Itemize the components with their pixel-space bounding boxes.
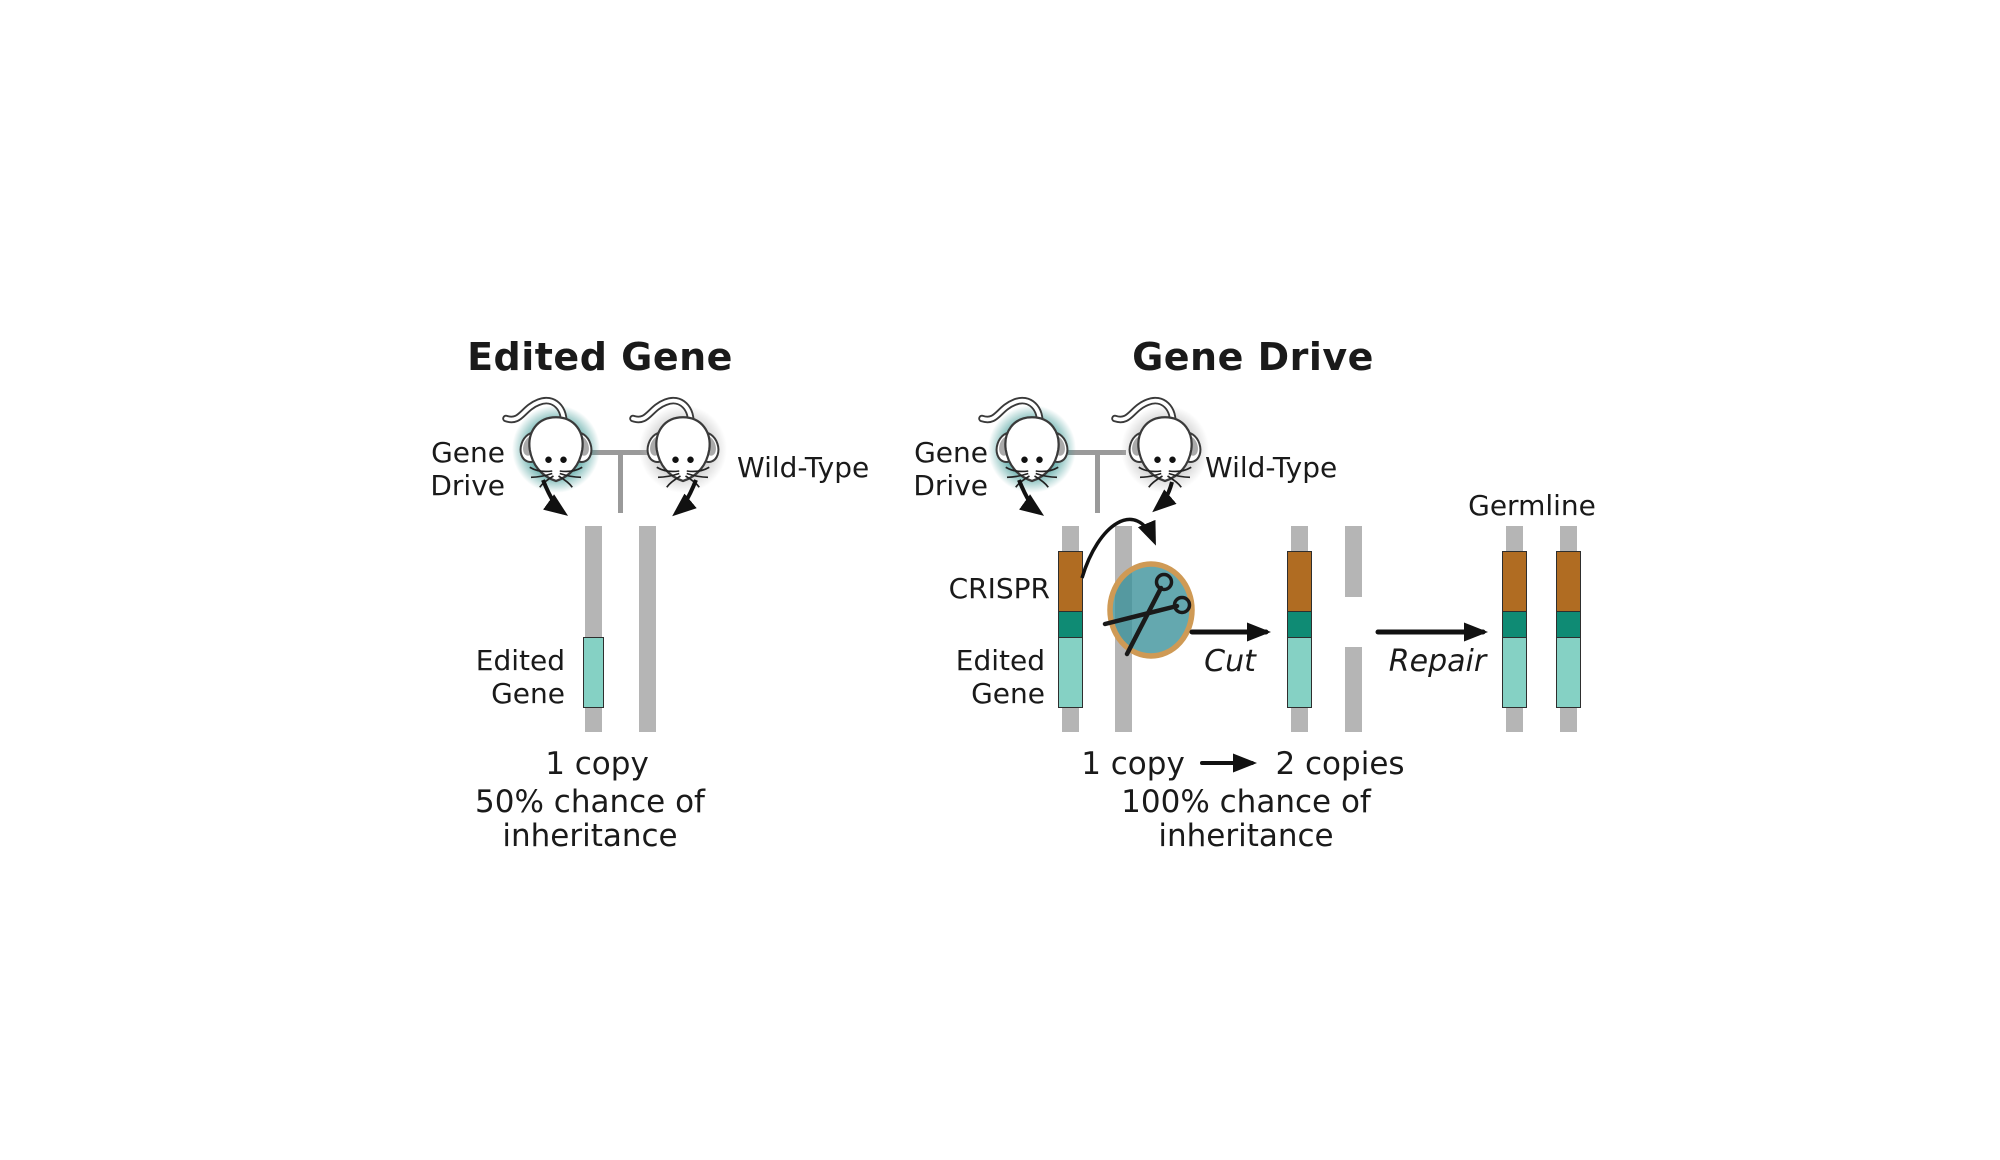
crispr-segment-4 bbox=[1556, 551, 1581, 612]
cut-label: Cut bbox=[1204, 644, 1256, 679]
guide-segment-2 bbox=[1287, 611, 1312, 638]
right-parent1-line1: Gene bbox=[914, 436, 988, 469]
right-edited-gene-label: Edited Gene bbox=[890, 644, 1045, 711]
left-copies-text: 1 copy bbox=[545, 746, 649, 782]
germline-label: Germline bbox=[1468, 489, 1596, 522]
left-gene-label-line2: Gene bbox=[491, 676, 565, 710]
left-parent1-line2: Drive bbox=[430, 468, 505, 502]
right-copies-before-text: 1 copy bbox=[1081, 746, 1185, 782]
edited-gene-segment-1 bbox=[1058, 637, 1083, 708]
right-parent2-inheritance-arrow bbox=[1152, 481, 1177, 513]
left-inheritance-text: 50% chance of inheritance bbox=[475, 784, 705, 855]
edited-gene-segment-4 bbox=[1556, 637, 1581, 708]
crispr-segment-2 bbox=[1287, 551, 1312, 612]
right-panel-title: Gene Drive bbox=[1132, 335, 1374, 379]
left-parent1-inheritance-arrow bbox=[541, 479, 569, 516]
left-parent1-line1: Gene bbox=[431, 436, 505, 469]
right-gene-drive-parent-label: Gene Drive bbox=[858, 436, 988, 503]
right-gene-label-line2: Gene bbox=[971, 676, 1045, 710]
right-wild-type-mouse-icon bbox=[1115, 401, 1209, 493]
left-gene-label-line1: Edited bbox=[475, 644, 565, 677]
left-edited-gene-segment bbox=[583, 637, 604, 708]
left-gene-drive-mouse-icon bbox=[506, 401, 600, 493]
right-parent1-inheritance-arrow bbox=[1017, 479, 1045, 516]
right-wild-type-label: Wild-Type bbox=[1205, 451, 1338, 484]
left-gene-drive-parent-label: Gene Drive bbox=[375, 436, 505, 503]
repair-label: Repair bbox=[1388, 644, 1487, 679]
cut-chromosome-top-fragment bbox=[1345, 526, 1362, 597]
guide-segment-4 bbox=[1556, 611, 1581, 638]
right-inheritance-text: 100% chance of inheritance bbox=[1121, 784, 1371, 855]
edited-gene-segment-3 bbox=[1502, 637, 1527, 708]
edited-gene-segment-2 bbox=[1287, 637, 1312, 708]
right-gene-drive-mouse-icon bbox=[982, 401, 1076, 493]
guide-segment-1 bbox=[1058, 611, 1083, 638]
right-parent1-line2: Drive bbox=[913, 468, 988, 502]
right-mating-cross-vertical bbox=[1095, 450, 1100, 513]
cut-chromosome-bottom-fragment bbox=[1345, 647, 1362, 732]
left-parent2-inheritance-arrow bbox=[672, 479, 698, 517]
crispr-label: CRISPR bbox=[948, 572, 1050, 605]
crispr-segment-1 bbox=[1058, 551, 1083, 612]
left-edited-gene-label: Edited Gene bbox=[415, 644, 565, 711]
right-chromosome-wild-type bbox=[1115, 526, 1132, 732]
left-wild-type-label: Wild-Type bbox=[737, 451, 870, 484]
left-chromosome-wild-type bbox=[639, 526, 656, 732]
left-panel-title: Edited Gene bbox=[467, 335, 733, 379]
left-mating-cross-vertical bbox=[618, 450, 623, 513]
crispr-segment-3 bbox=[1502, 551, 1527, 612]
left-wild-type-mouse-icon bbox=[633, 401, 727, 493]
right-copies-after-text: 2 copies bbox=[1275, 746, 1405, 782]
right-gene-label-line1: Edited bbox=[955, 644, 1045, 677]
guide-segment-3 bbox=[1502, 611, 1527, 638]
